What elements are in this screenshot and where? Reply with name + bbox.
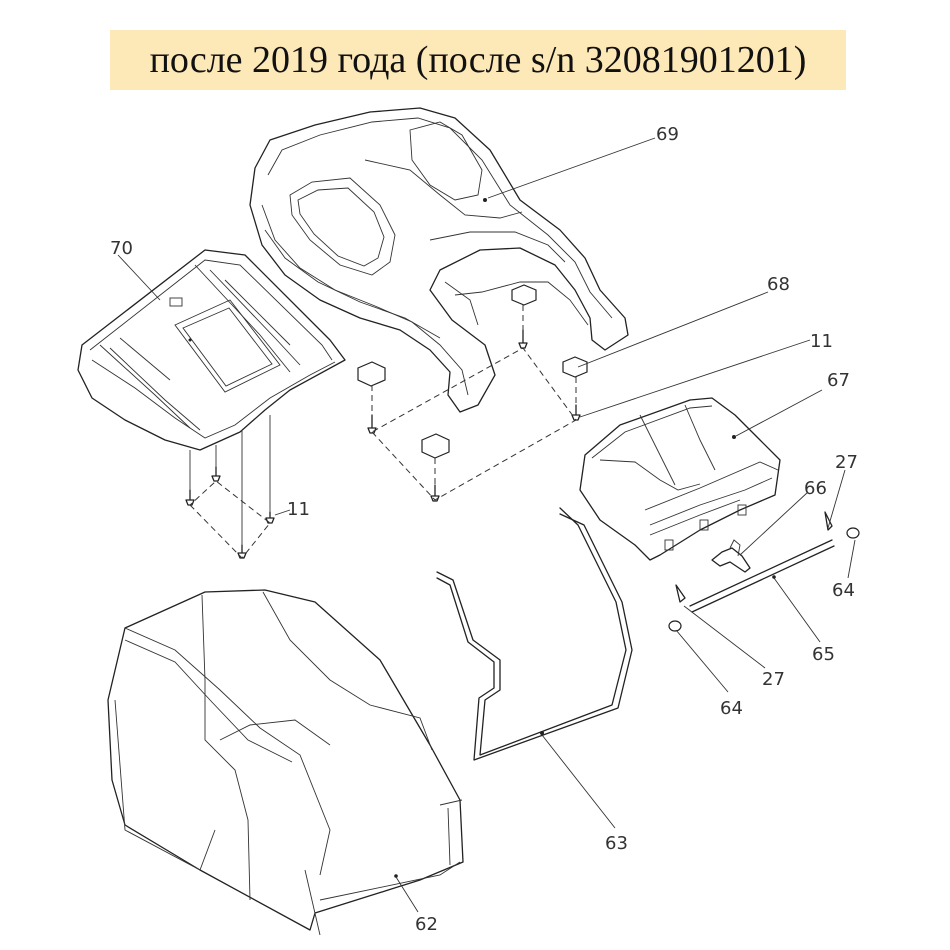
part-62-bag: [107, 589, 464, 936]
part-66-spring: [711, 539, 751, 573]
part-11-screws: [185, 329, 581, 559]
label-66: 66: [804, 478, 827, 499]
part-64-caps: [668, 527, 860, 632]
label-69: 69: [656, 124, 679, 145]
page-title: после 2019 года (после s/n 32081901201): [149, 39, 807, 81]
label-27-right: 27: [835, 452, 858, 473]
part-27-pins: [675, 511, 833, 603]
assembly-dashed-lines: [189, 305, 577, 559]
title-banner: после 2019 года (после s/n 32081901201): [110, 30, 846, 90]
label-70: 70: [110, 238, 133, 259]
part-69-catcher-top-frame: [249, 107, 629, 413]
label-63: 63: [605, 833, 628, 854]
label-11-top: 11: [810, 331, 833, 352]
label-65: 65: [812, 644, 835, 665]
part-67-rear-cover: [579, 397, 781, 561]
part-63-frame: [436, 507, 633, 761]
label-64-right: 64: [832, 580, 855, 601]
label-68: 68: [767, 274, 790, 295]
label-62: 62: [415, 914, 438, 935]
label-11-left: 11: [287, 499, 310, 520]
part-70-mesh-top: [77, 249, 346, 451]
label-27-bottom: 27: [762, 669, 785, 690]
label-64-bottom: 64: [720, 698, 743, 719]
leader-lines: [117, 137, 856, 913]
callout-labels: 69 70 68 11 67 11 27 66 64 65 27 64 63 6…: [110, 124, 858, 935]
part-65-rod: [689, 539, 835, 613]
label-67: 67: [827, 370, 850, 391]
part-68-clips: [357, 284, 588, 459]
